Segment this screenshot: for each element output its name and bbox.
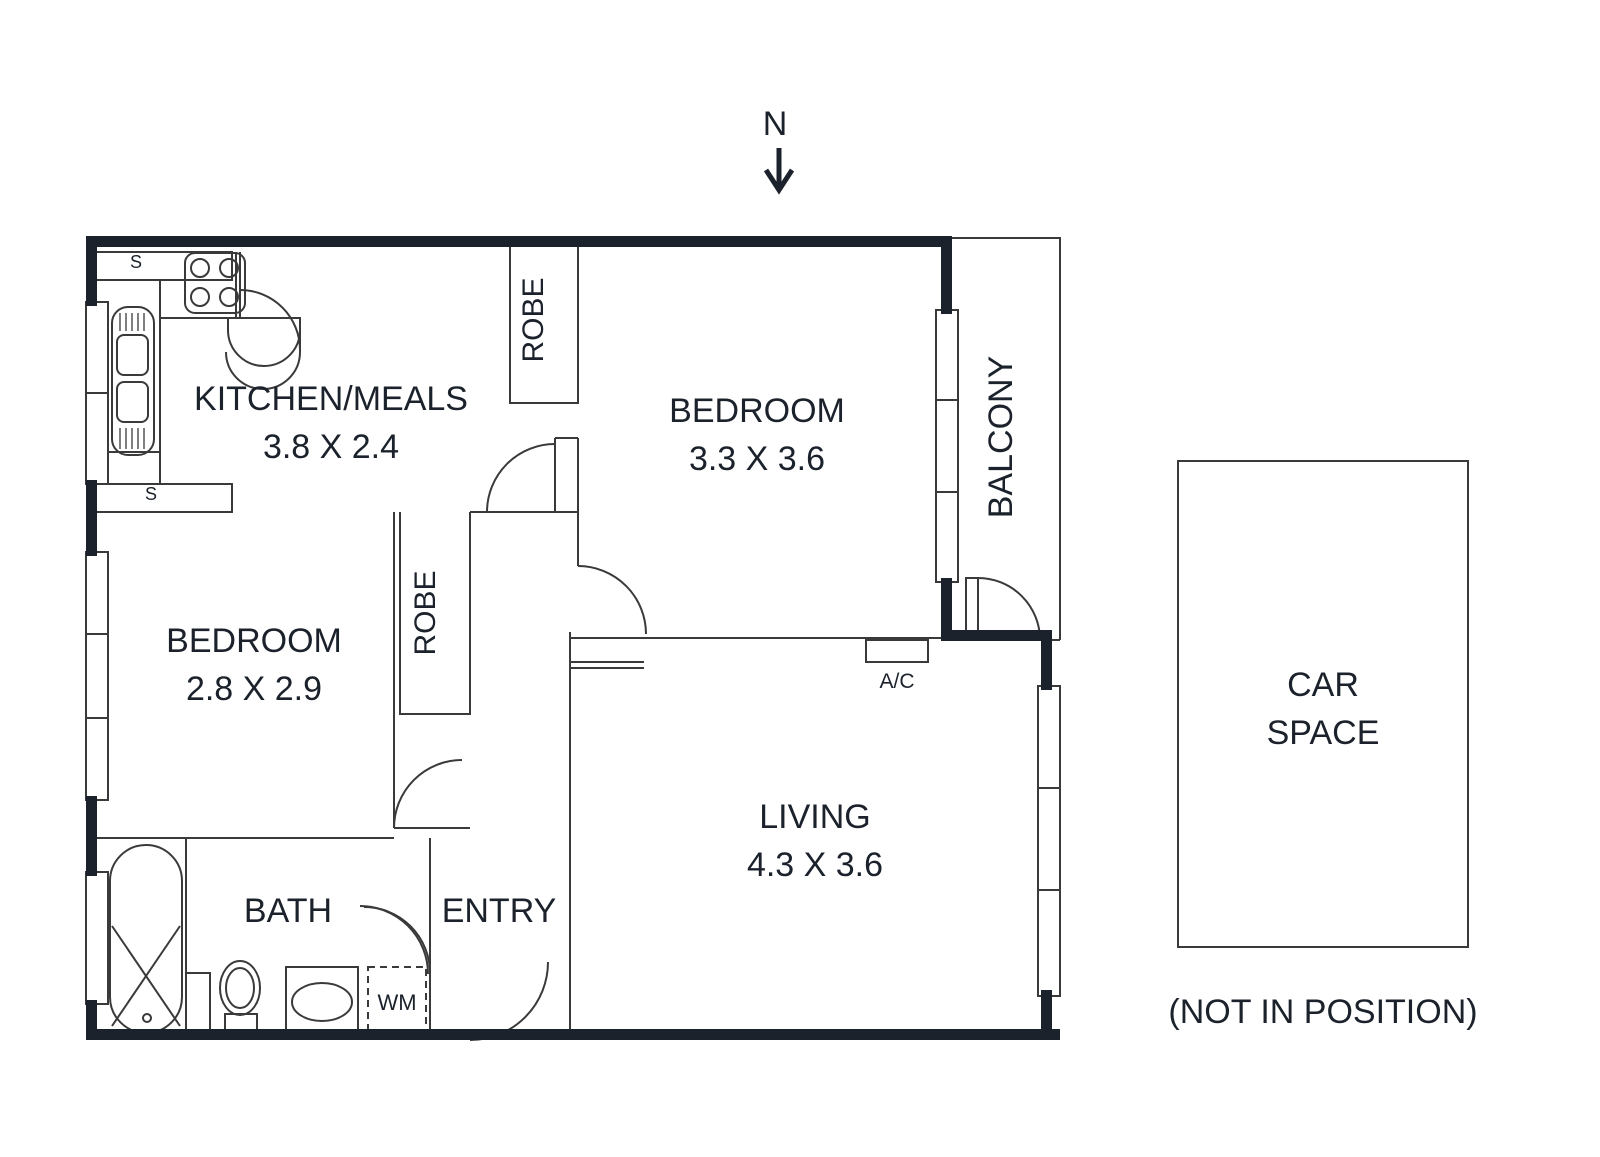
room-label-living: LIVING 4.3 X 3.6 [747,798,883,884]
car-space-block: CAR SPACE (NOT IN POSITION) [1168,460,1478,1031]
air-conditioner-label: A/C [879,670,914,693]
bedroom-main-dimensions: 3.3 X 3.6 [689,440,825,478]
robe-bedroom-main-label: ROBE [517,277,550,362]
windows [85,301,1061,1005]
door-swing-bedroom-main [577,565,647,635]
room-label-kitchen-meals: KITCHEN/MEALS 3.8 X 2.4 [194,380,468,466]
door-swing-kitchen [239,289,301,351]
interior-linework [94,237,1061,1040]
window-bath-left [85,871,109,1005]
car-space-outline [1177,460,1469,948]
window-balcony-slider [935,309,959,583]
door-swings-extra [359,905,429,975]
washing-machine-label: WM [377,990,416,1015]
kitchen-dimensions: 3.8 X 2.4 [263,428,399,466]
door-swing-bath-arc [359,905,429,975]
north-indicator: N [763,105,795,195]
bedroom-second-name: BEDROOM [166,622,342,660]
car-space-label-line1: CAR [1287,666,1359,704]
window-kitchen-left [85,301,109,485]
bath-name: BATH [244,892,332,930]
shelf-bottom-label: S [145,484,157,504]
balcony-name: BALCONY [982,356,1020,519]
north-label: N [763,105,788,143]
car-space-label-line2: SPACE [1267,714,1380,752]
entry-name: ENTRY [442,892,557,930]
kitchen-name: KITCHEN/MEALS [194,380,468,418]
living-dimensions: 4.3 X 3.6 [747,846,883,884]
down-arrow-icon [763,148,795,195]
door-swing-corridor-kitchen [486,443,556,513]
door-swing-bedroom2 [393,759,463,829]
door-swing-entry [469,961,549,1041]
door-swing-balcony [977,577,1041,641]
room-label-bedroom-main: BEDROOM 3.3 X 3.6 [669,392,845,478]
window-living-right [1037,685,1061,997]
living-name: LIVING [759,798,870,836]
robe-bedroom-second-label: ROBE [409,570,442,655]
window-bedroom2-left [85,551,109,801]
bedroom-second-dimensions: 2.8 X 2.9 [186,670,322,708]
shelf-top-label: S [130,252,142,272]
structural-walls [86,236,1060,1040]
bedroom-main-name: BEDROOM [669,392,845,430]
room-labels: KITCHEN/MEALS 3.8 X 2.4 BEDROOM 3.3 X 3.… [130,252,1020,1015]
car-space-note: (NOT IN POSITION) [1168,993,1477,1031]
room-label-bedroom-second: BEDROOM 2.8 X 2.9 [166,622,342,708]
